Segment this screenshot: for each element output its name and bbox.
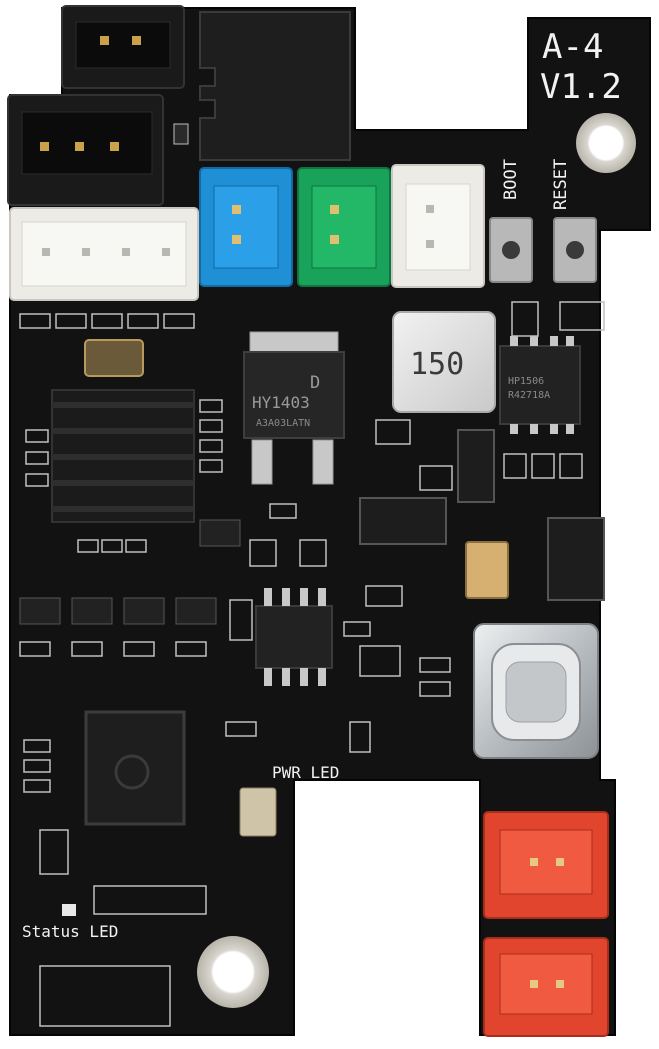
connector-red-top (483, 811, 609, 919)
pwr-led-label: PWR LED (272, 763, 339, 782)
soic-ic-middle (255, 588, 333, 686)
boot-label: BOOT (501, 159, 521, 200)
connector-white-2pin (391, 164, 485, 288)
reset-button (553, 217, 597, 283)
led-indicator-status (62, 904, 76, 916)
connector-green-2pin (297, 167, 391, 287)
capacitor-tan-right (465, 541, 509, 599)
model-label-line2: V1.2 (540, 67, 622, 107)
inductor-marking: 150 (410, 347, 464, 382)
driver-marking-line1: HP1506 (508, 376, 544, 387)
microcontroller-chip (84, 710, 186, 826)
driver-marking-line2: R42718A (508, 390, 550, 401)
connector-red-bottom (483, 937, 609, 1037)
mounting-hole-top-right (576, 113, 636, 173)
passive-components (19, 301, 605, 1027)
connector-blue-2pin (199, 167, 293, 287)
reset-label: RESET (551, 159, 571, 210)
mosfet-marking-line2: A3A03LATN (256, 418, 310, 429)
status-led-label: Status LED (22, 922, 118, 941)
usb-c-port (473, 623, 599, 759)
model-label-line1: A-4 (542, 27, 603, 67)
driver-ic: HP1506 R42718A (499, 336, 581, 434)
mosfet-logo: D (310, 373, 320, 393)
diode-2 (457, 429, 495, 503)
inductor: 150 (392, 311, 496, 413)
mounting-hole-bottom-left (197, 936, 269, 1008)
fan-connector-black-middle (7, 94, 164, 206)
mosfet: D HY1403 A3A03LATN (243, 331, 345, 485)
fan-connector-black-top (61, 5, 185, 89)
led-indicator-top (173, 123, 189, 145)
boot-button (489, 217, 533, 283)
diode-1 (359, 497, 447, 545)
mosfet-marking-line1: HY1403 (252, 393, 310, 412)
connector-white-4pin (9, 207, 199, 301)
heatsink (51, 389, 195, 523)
capacitor-tan-top (84, 339, 144, 377)
large-black-component (199, 11, 351, 161)
transistor-row (19, 519, 241, 625)
led-indicator-pwr (239, 787, 277, 837)
diode-3 (547, 517, 605, 601)
